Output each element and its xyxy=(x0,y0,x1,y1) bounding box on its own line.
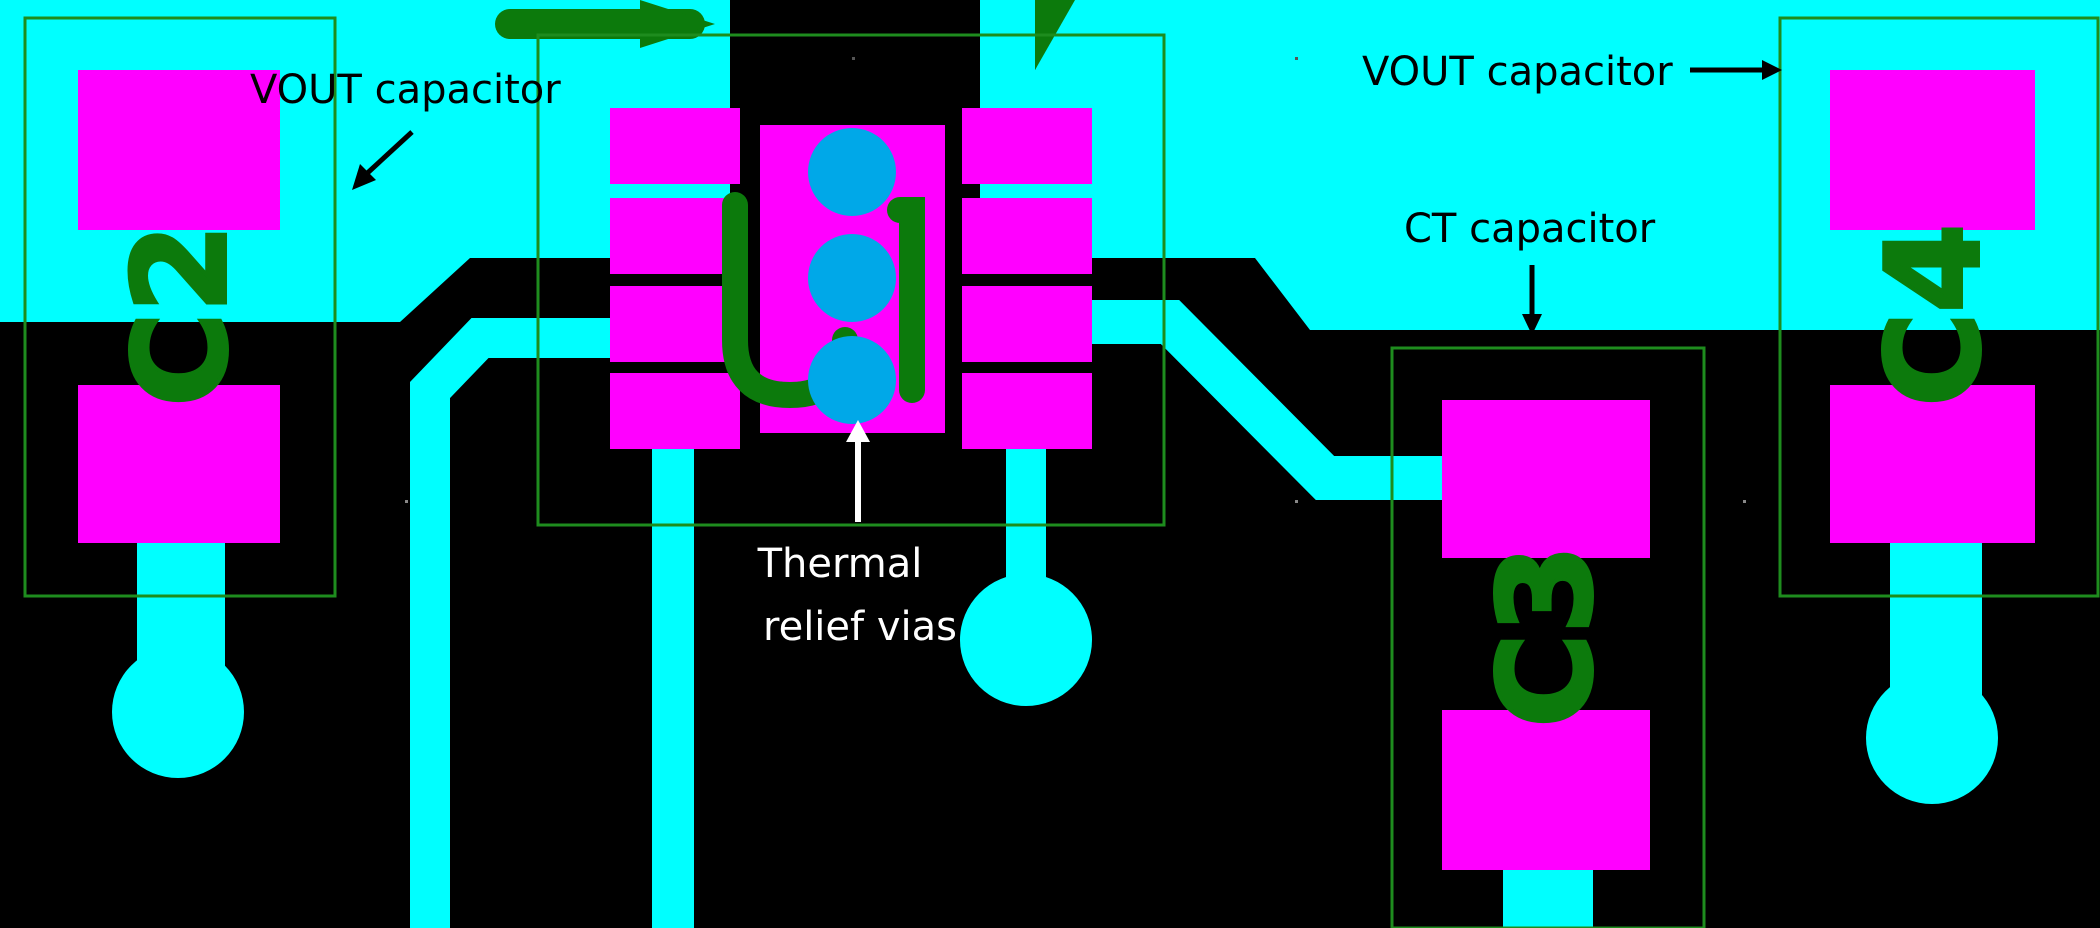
c3-silk-designator: C3 xyxy=(1472,545,1621,728)
u1-pin-1 xyxy=(610,108,740,184)
u1-pin-2 xyxy=(610,198,740,274)
c3-trace xyxy=(1503,860,1593,928)
thermal-via-2 xyxy=(808,234,896,322)
label-thermal-line1: Thermal xyxy=(757,541,923,587)
grid-dot xyxy=(1295,57,1298,60)
arrow-vout-right-head xyxy=(1762,60,1782,80)
c4-pad-bottom xyxy=(1830,385,2035,543)
via-pad-center xyxy=(960,574,1092,706)
copper-trace-left xyxy=(410,318,720,928)
arrow-thermal-head xyxy=(846,420,870,442)
u1-silk-1 xyxy=(887,197,925,403)
label-ct: CT capacitor xyxy=(1404,206,1656,252)
u1-pin-3 xyxy=(610,286,740,362)
u1-outline xyxy=(536,33,1166,527)
u1-pin-8 xyxy=(962,108,1092,184)
u1-pin-5 xyxy=(962,373,1092,449)
u1-pin-6 xyxy=(962,286,1092,362)
c2-via-pad xyxy=(112,646,244,778)
arrow-ct-head xyxy=(1522,314,1542,335)
label-thermal-line2: relief vias xyxy=(763,604,957,650)
u1-pin-7 xyxy=(962,198,1092,274)
thermal-via-3 xyxy=(808,336,896,424)
c2-silk-designator: C2 xyxy=(107,224,256,407)
c2-pad-top xyxy=(78,70,280,230)
c3-pad-bottom xyxy=(1442,710,1650,870)
label-vout-left: VOUT capacitor xyxy=(250,67,561,113)
grid-dot xyxy=(852,57,855,60)
label-vout-right: VOUT capacitor xyxy=(1362,49,1673,95)
arrow-vout-left-shaft xyxy=(360,130,414,180)
grid-dot xyxy=(405,500,408,503)
u1-pin-4 xyxy=(610,373,740,449)
grid-dot xyxy=(1295,500,1298,503)
c4-via-pad xyxy=(1866,672,1998,804)
c3-pad-top xyxy=(1442,400,1650,558)
thermal-via-1 xyxy=(808,128,896,216)
c3-outline xyxy=(1390,346,1706,928)
c4-silk-designator: C4 xyxy=(1860,224,2009,407)
copper-trace-pin-left xyxy=(652,440,694,928)
arrow-vout-left-head xyxy=(352,164,376,190)
c4-pad-top xyxy=(1830,70,2035,230)
c4-outline xyxy=(1778,16,2100,598)
c2-outline xyxy=(23,16,337,598)
c2-pad-bottom xyxy=(78,385,280,543)
grid-dot xyxy=(1743,500,1746,503)
